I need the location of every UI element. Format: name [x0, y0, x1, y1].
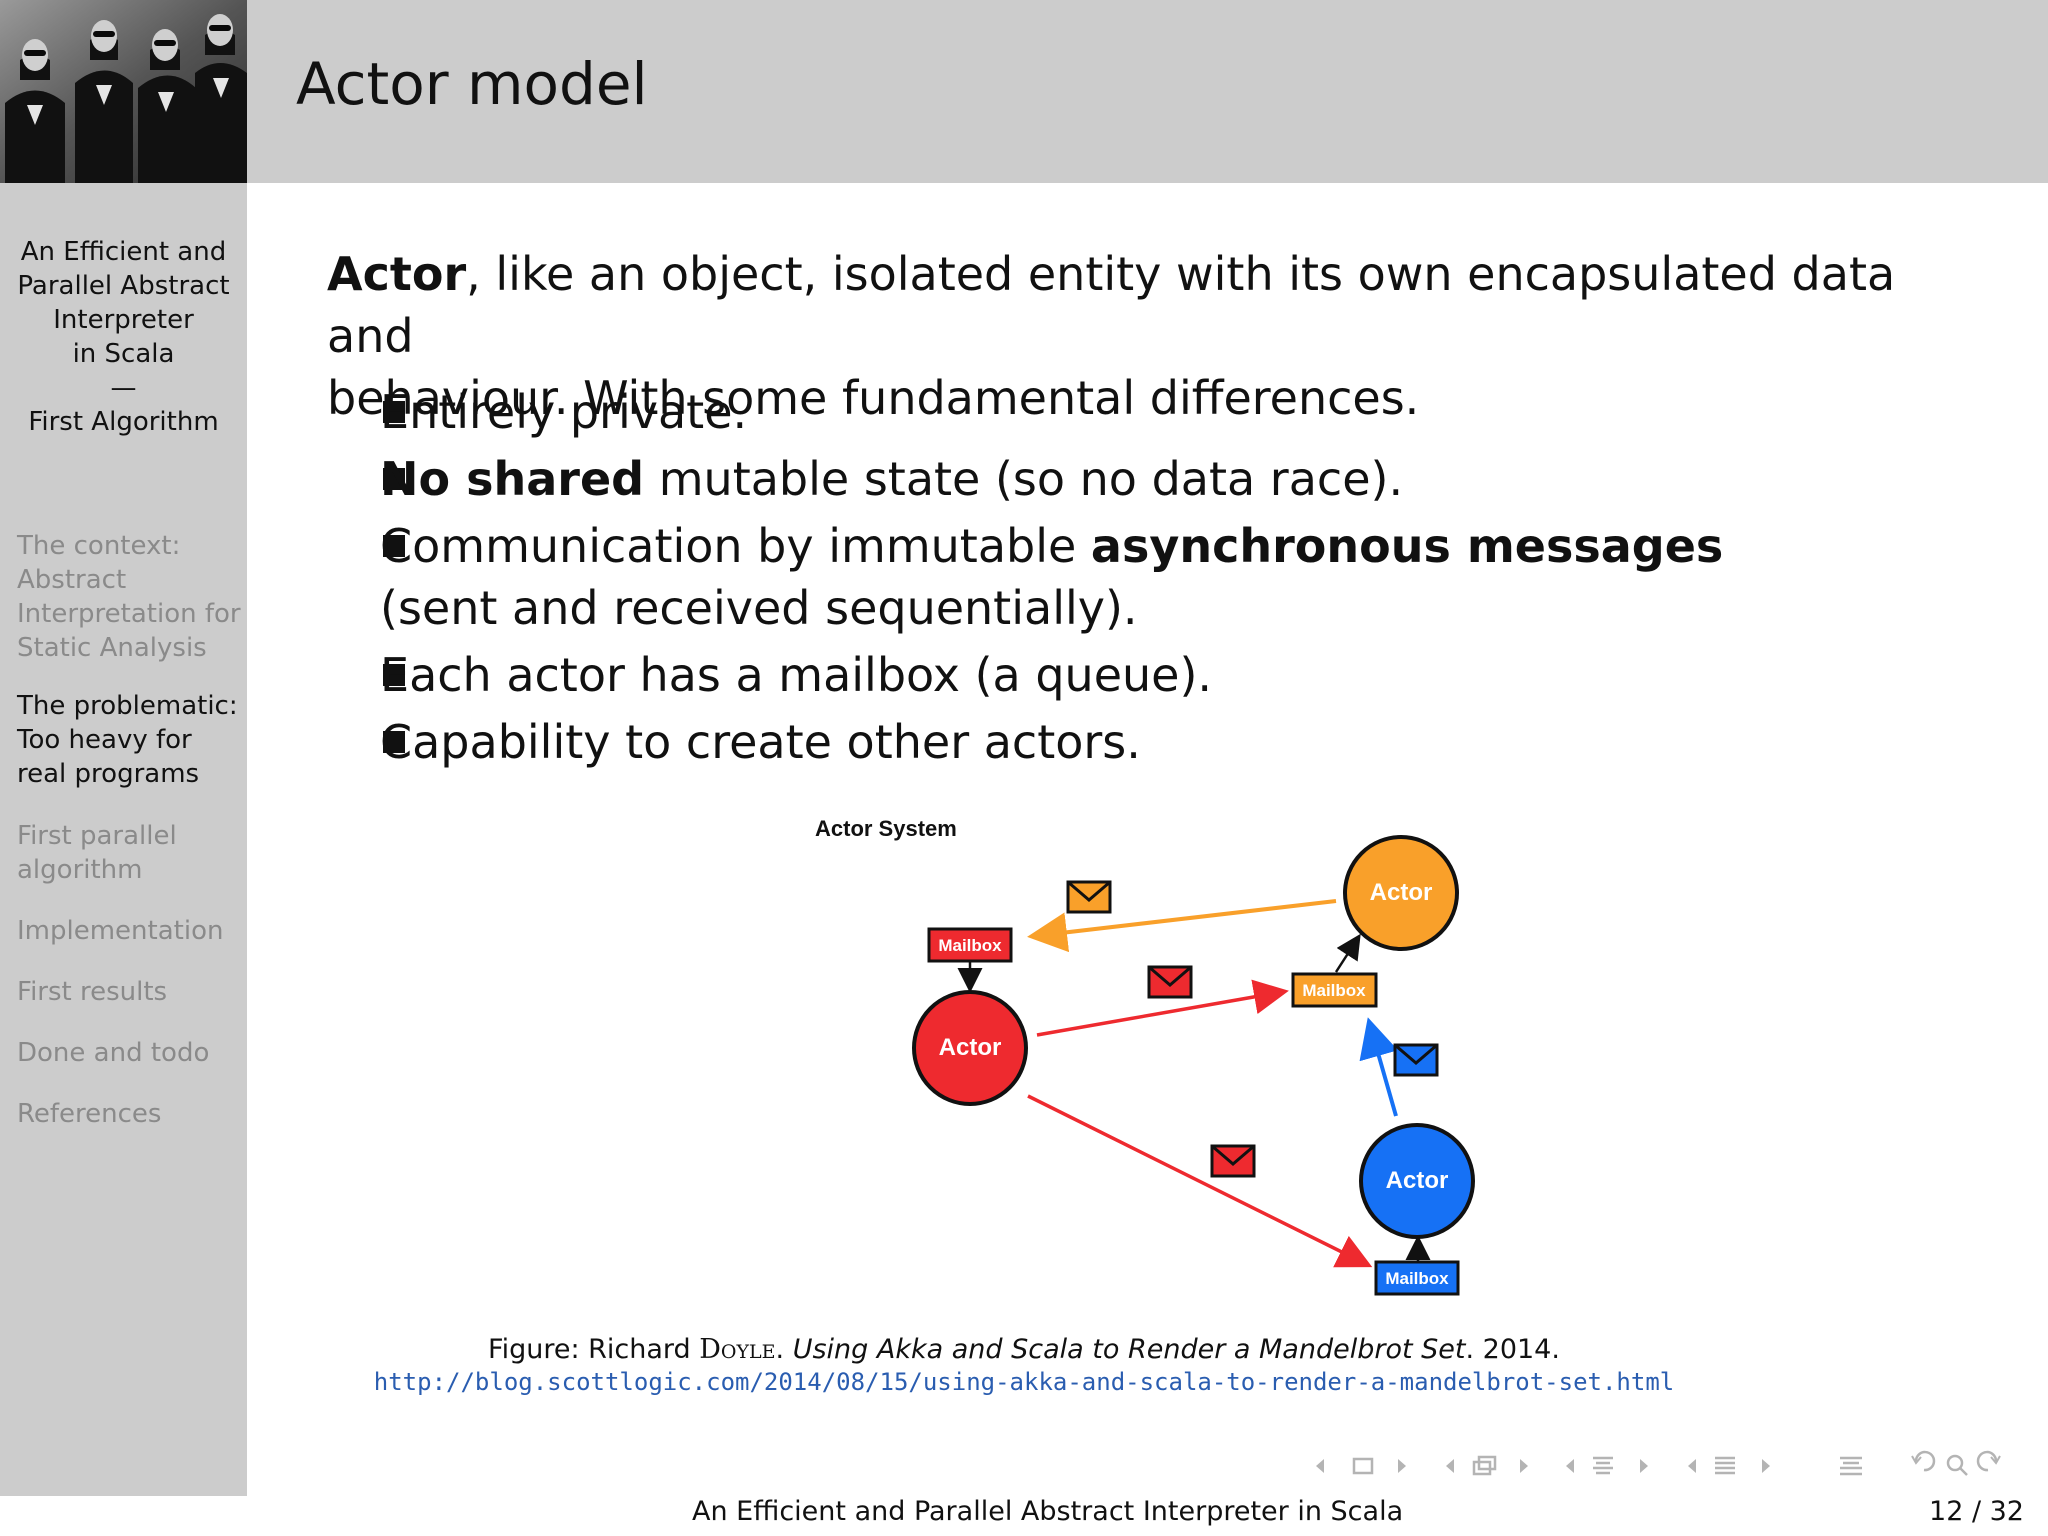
bullet-item-private: Entirely private.	[380, 385, 748, 439]
nav-label: Implementation	[17, 916, 224, 946]
red-message-arrow	[1036, 979, 1289, 1037]
red-envelope-icon	[1147, 965, 1193, 999]
caption-title: Using Akka and Scala to Render a Mandelb…	[792, 1334, 1466, 1365]
red-mailbox	[927, 927, 1013, 963]
caption-separator: .	[775, 1334, 793, 1365]
sidebar-item-context[interactable]: The context: Abstract Interpretation for…	[17, 529, 245, 665]
talk-title-separator: —	[110, 373, 137, 403]
orange-mailbox-connector	[1334, 933, 1361, 973]
blue-envelope-icon	[1393, 1043, 1439, 1077]
nav-label: Done and todo	[17, 1038, 210, 1068]
actor-system-diagram: Actor System Mailbox Actor Actor Mailbox…	[815, 816, 1475, 1296]
sidebar-item-references[interactable]: References	[17, 1097, 245, 1131]
nav-label: algorithm	[17, 855, 143, 885]
bullet-marker	[383, 664, 405, 686]
red-envelope-icon	[1210, 1144, 1256, 1178]
nav-label: The context:	[17, 531, 181, 561]
nav-label: Static Analysis	[17, 633, 207, 663]
nav-label: First parallel	[17, 821, 177, 851]
sidebar-item-done-and-todo[interactable]: Done and todo	[17, 1036, 245, 1070]
nav-label: The problematic:	[17, 691, 238, 721]
orange-message-arrow	[1027, 899, 1337, 953]
sidebar-item-first-parallel-algorithm[interactable]: First parallel algorithm	[17, 819, 245, 887]
orange-envelope-icon	[1066, 880, 1112, 914]
bullet-item-no-shared-state: No shared mutable state (so no data race…	[380, 448, 1403, 510]
sidebar: An Efficient and Parallel Abstract Inter…	[0, 183, 247, 1496]
actor-system-label: Actor System	[815, 816, 957, 841]
mailbox-label: Mailbox	[1385, 1269, 1449, 1288]
caption-year: . 2014.	[1465, 1334, 1560, 1365]
slide-header: Actor model	[0, 0, 2048, 183]
sidebar-item-implementation[interactable]: Implementation	[17, 914, 245, 948]
intro-bold-term: Actor	[327, 247, 467, 301]
bullet-bold: No shared	[380, 452, 645, 506]
nav-label: Abstract	[17, 565, 127, 595]
talk-title-line: Parallel Abstract	[17, 271, 230, 301]
intro-paragraph: Actor, like an object, isolated entity w…	[327, 243, 1977, 429]
orange-actor	[1343, 835, 1459, 951]
actor-label: Actor	[1386, 1167, 1449, 1194]
nav-label: First results	[17, 977, 168, 1007]
sidebar-item-first-results[interactable]: First results	[17, 975, 245, 1009]
nav-frame-icon[interactable]	[1316, 1457, 1406, 1475]
sidebar-item-problematic[interactable]: The problematic: Too heavy for real prog…	[17, 689, 245, 791]
nav-back-icon[interactable]	[1911, 1450, 1936, 1472]
blue-actor	[1359, 1123, 1475, 1239]
orange-mailbox	[1291, 972, 1378, 1008]
nav-label: real programs	[17, 759, 200, 789]
talk-title-line: An Efficient and	[20, 237, 227, 267]
bullet-marker	[383, 535, 405, 557]
bullet-item-communication: Communication by immutable asynchronous …	[380, 515, 1723, 639]
actor-label: Actor	[939, 1034, 1002, 1061]
nav-label: Interpretation for	[17, 599, 241, 629]
talk-title-line: Interpreter	[53, 305, 194, 335]
nav-presentation-icon[interactable]	[1688, 1456, 1770, 1475]
nav-subsection-icon[interactable]	[1446, 1455, 1528, 1476]
nav-forward-icon[interactable]	[1976, 1450, 2001, 1472]
caption-url-link[interactable]: http://blog.scottlogic.com/2014/08/15/us…	[373, 1368, 1675, 1396]
nav-label: References	[17, 1099, 162, 1129]
beamer-navigation-bar	[1316, 1450, 2001, 1476]
caption-author: Doyle	[699, 1334, 776, 1365]
red-actor	[912, 990, 1028, 1106]
nav-label: Too heavy for	[17, 725, 192, 755]
bullet-marker	[383, 468, 405, 490]
intro-line-1: Actor, like an object, isolated entity w…	[327, 243, 1977, 367]
intro-text: , like an object, isolated entity with i…	[327, 247, 1896, 363]
blue-message-arrow	[1359, 1017, 1399, 1117]
talk-title-line: in Scala	[72, 339, 175, 369]
nav-section-icon[interactable]	[1566, 1456, 1648, 1475]
bullet-marker	[383, 731, 405, 753]
figure-caption: Figure: Richard Doyle. Using Akka and Sc…	[0, 1334, 2048, 1365]
footer-title: An Efficient and Parallel Abstract Inter…	[692, 1496, 1404, 1527]
page-number: 12 / 32	[1929, 1496, 2024, 1527]
intro-line-2: behaviour. With some fundamental differe…	[327, 371, 1420, 425]
bullet-text: mutable state (so no data race).	[644, 452, 1404, 506]
mailbox-label: Mailbox	[1302, 981, 1366, 1000]
slide-title: Actor model	[296, 50, 648, 118]
red-message-arrow	[1027, 1094, 1373, 1268]
bullet-item-mailbox: Each actor has a mailbox (a queue).	[380, 648, 1213, 702]
blue-mailbox	[1374, 1260, 1460, 1296]
bullet-text: Communication by immutable	[380, 519, 1091, 573]
talk-title[interactable]: An Efficient and Parallel Abstract Inter…	[0, 235, 247, 439]
bullet-text: (sent and received sequentially).	[380, 581, 1138, 635]
header-photo	[0, 0, 247, 183]
mailbox-label: Mailbox	[938, 936, 1002, 955]
talk-subtitle: First Algorithm	[28, 407, 219, 437]
caption-prefix: Figure: Richard	[488, 1334, 700, 1365]
nav-appendix-icon[interactable]	[1840, 1456, 1862, 1476]
bullet-item-create-actors: Capability to create other actors.	[380, 715, 1141, 769]
bullet-bold: asynchronous messages	[1090, 519, 1724, 573]
nav-search-icon[interactable]	[1946, 1454, 1968, 1476]
bullet-marker	[383, 401, 405, 423]
actor-label: Actor	[1370, 879, 1433, 906]
